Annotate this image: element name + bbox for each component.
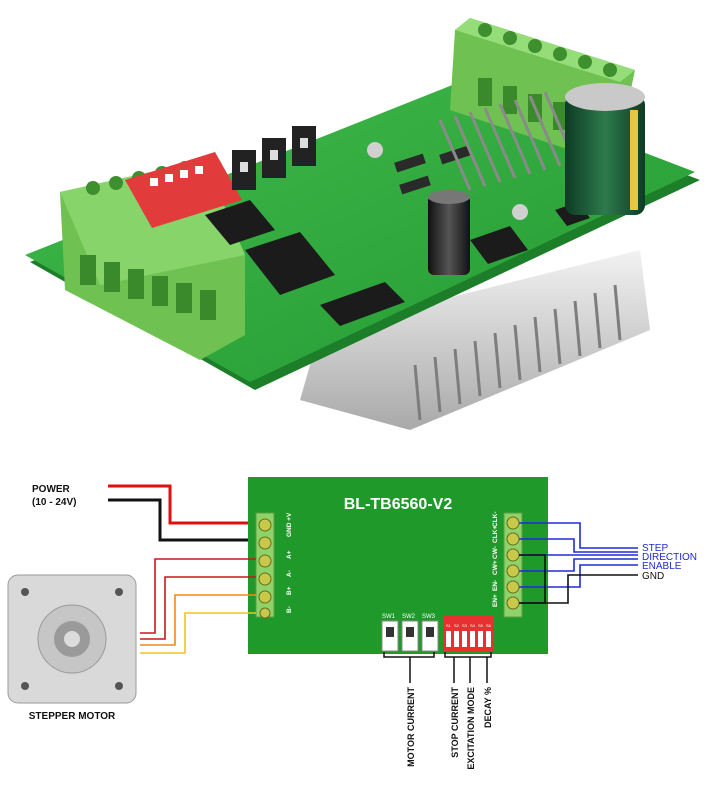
svg-text:S3: S3	[462, 623, 468, 628]
svg-text:CW-: CW-	[492, 546, 499, 559]
left-terminal-screws	[258, 518, 272, 619]
settings-lines	[383, 652, 492, 683]
svg-text:DIRECTION: DIRECTION	[642, 552, 697, 563]
power-negative-wire	[108, 498, 256, 542]
slide-switches: SW1 SW2 SW3	[381, 614, 439, 652]
stepper-motor	[7, 574, 137, 704]
svg-text:GND: GND	[642, 571, 664, 582]
signal-labels: STEP DIRECTION ENABLE GND	[642, 543, 697, 582]
svg-text:S2: S2	[454, 623, 460, 628]
svg-text:SW2: SW2	[402, 614, 416, 620]
motor-wires	[140, 558, 256, 654]
svg-text:CLK+: CLK+	[492, 526, 499, 543]
svg-text:CW+: CW+	[492, 560, 499, 575]
svg-text:SW1: SW1	[382, 614, 396, 620]
svg-text:CLK-: CLK-	[492, 511, 499, 527]
left-pin-labels: GND +V A+ A- B+ B-	[286, 512, 293, 613]
svg-text:EN+: EN+	[492, 594, 499, 607]
board-title: BL-TB6560-V2	[344, 496, 453, 513]
svg-text:STOP CURRENT: STOP CURRENT	[450, 687, 460, 758]
svg-text:DECAY %: DECAY %	[483, 687, 493, 728]
svg-text:ENABLE: ENABLE	[642, 561, 682, 572]
heatsink	[300, 250, 650, 430]
svg-text:B+: B+	[286, 586, 293, 595]
svg-text:S5: S5	[478, 623, 484, 628]
svg-text:STEP: STEP	[642, 543, 668, 554]
settings-labels: MOTOR CURRENT STOP CURRENT EXCITATION MO…	[406, 687, 493, 770]
svg-text:S6: S6	[486, 623, 492, 628]
svg-text:EXCITATION MODE: EXCITATION MODE	[466, 687, 476, 770]
svg-text:A+: A+	[286, 550, 293, 559]
wiring-diagram: POWER (10 - 24V) BL-TB6560-V2 GND +V A+ …	[7, 477, 697, 770]
svg-text:S4: S4	[470, 623, 476, 628]
signal-wires	[519, 522, 638, 604]
power-range: (10 - 24V)	[32, 497, 76, 508]
svg-text:GND +V: GND +V	[286, 512, 293, 537]
svg-text:MOTOR CURRENT: MOTOR CURRENT	[406, 687, 416, 767]
board-photo	[25, 18, 700, 430]
svg-text:S1: S1	[446, 623, 452, 628]
right-pin-labels: CLK- CLK+ CW- CW+ EN- EN+	[492, 511, 499, 607]
svg-text:EN-: EN-	[492, 580, 499, 591]
power-label: POWER	[32, 484, 71, 495]
svg-text:A-: A-	[286, 570, 293, 577]
svg-text:SW3: SW3	[422, 614, 436, 620]
photo-components	[125, 83, 645, 326]
svg-text:B-: B-	[286, 606, 293, 613]
motor-label: STEPPER MOTOR	[29, 711, 116, 722]
power-positive-wire	[108, 484, 256, 525]
